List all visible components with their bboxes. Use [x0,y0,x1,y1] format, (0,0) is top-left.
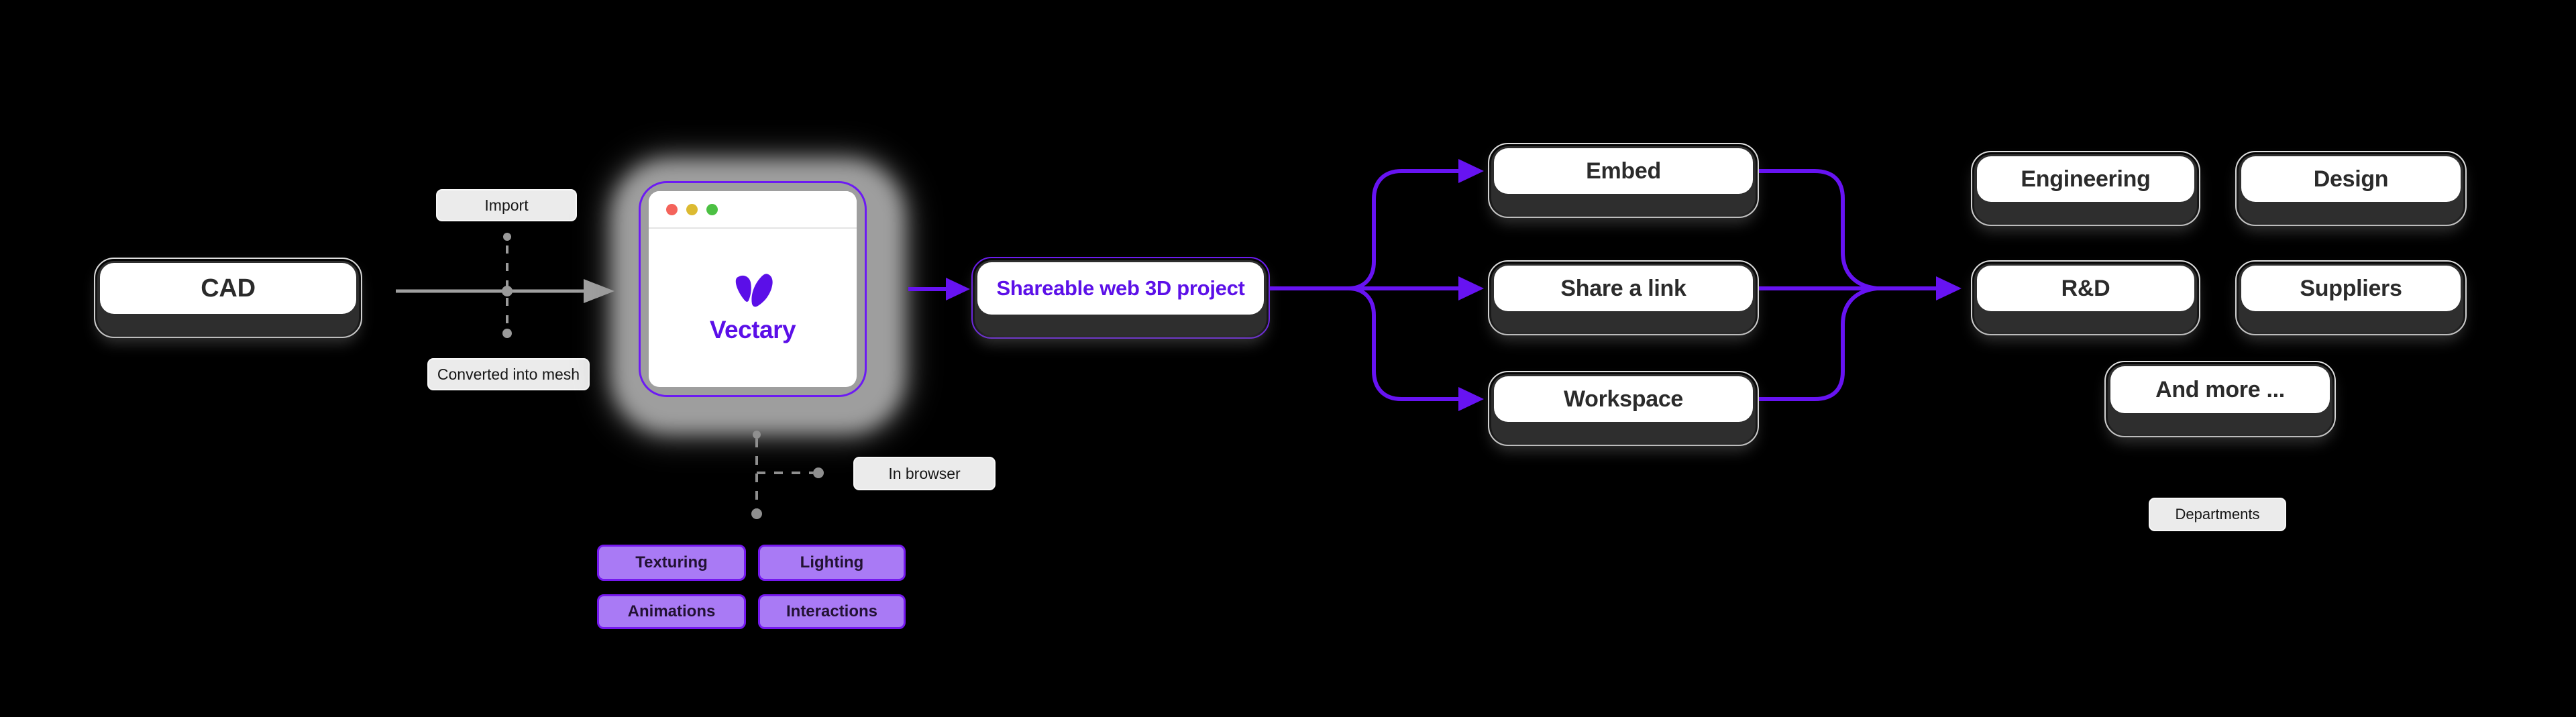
in-browser-label-text: In browser [888,464,961,482]
feature-lighting: Lighting [758,545,906,581]
cad-to-vectary-arrow [396,279,614,303]
engineering-node: Engineering [1971,151,2200,226]
arrowhead-icon [946,278,970,300]
and-more-node-outline [2104,361,2336,437]
import-dotted-connector [502,233,513,338]
arrowhead-icon [1458,276,1484,300]
converted-into-mesh-label: Converted into mesh [427,358,590,390]
departments-label: Departments [2149,498,2286,531]
arrowhead-icon [1458,387,1484,411]
engineering-node-outline [1971,151,2200,226]
feature-texturing: Texturing [597,545,746,581]
departments-label-text: Departments [2175,506,2260,522]
share-link-node-label: Share a link [1560,275,1686,301]
arrowhead-icon [584,279,614,303]
window-titlebar [649,191,857,229]
share-link-node-outline [1488,260,1759,335]
cad-node-label: CAD [201,274,256,302]
feature-interactions: Interactions [758,594,906,629]
shareable-project-node: Shareable web 3D project [971,257,1270,339]
window-body: Vectary [649,229,857,387]
arrowhead-icon [1458,159,1484,183]
vectary-to-shareable-arrow [908,278,970,300]
embed-node-label: Embed [1586,158,1661,184]
feature-animations-label: Animations [627,602,716,620]
and-more-node: And more ... [2104,361,2336,437]
embed-node: Embed [1488,143,1759,218]
in-browser-label: In browser [853,457,996,490]
rd-node-outline [1971,260,2200,335]
window-maximize-icon [706,203,718,215]
design-node: Design [2235,151,2467,226]
cad-node: CAD [94,258,362,338]
window-close-icon [666,203,678,215]
embed-node-outline [1488,143,1759,218]
suppliers-node-label: Suppliers [2300,275,2402,301]
and-more-node-label: And more ... [2155,376,2285,402]
cad-node-outline [94,258,362,338]
shareable-project-outline [971,257,1270,339]
feature-interactions-label: Interactions [786,602,878,620]
design-node-label: Design [2313,166,2389,192]
feature-texturing-label: Texturing [635,553,708,571]
outputs-merge-connector [1759,169,1962,401]
rd-node: R&D [1971,260,2200,335]
workspace-node-outline [1488,371,1759,446]
vectary-browser-window: Vectary [649,191,857,387]
engineering-node-label: Engineering [2021,166,2151,192]
share-link-node: Share a link [1488,260,1759,335]
vectary-window-outline [639,181,867,397]
shareable-project-label: Shareable web 3D project [996,276,1245,300]
shareable-branch-connector [1270,159,1484,411]
workspace-node: Workspace [1488,371,1759,446]
rd-node-label: R&D [2061,275,2110,301]
in-browser-dashed-connector [751,431,824,519]
feature-animations: Animations [597,594,746,629]
window-minimize-icon [686,203,698,215]
feature-lighting-label: Lighting [800,553,864,571]
import-label: Import [436,189,577,221]
converted-into-mesh-text: Converted into mesh [437,365,580,383]
vectary-wordmark: Vectary [709,316,796,343]
design-node-outline [2235,151,2467,226]
vectary-logo-icon [735,274,773,307]
workspace-node-label: Workspace [1563,386,1684,412]
arrowhead-icon [1936,276,1962,300]
import-label-text: Import [484,196,529,214]
suppliers-node: Suppliers [2235,260,2467,335]
suppliers-node-outline [2235,260,2467,335]
